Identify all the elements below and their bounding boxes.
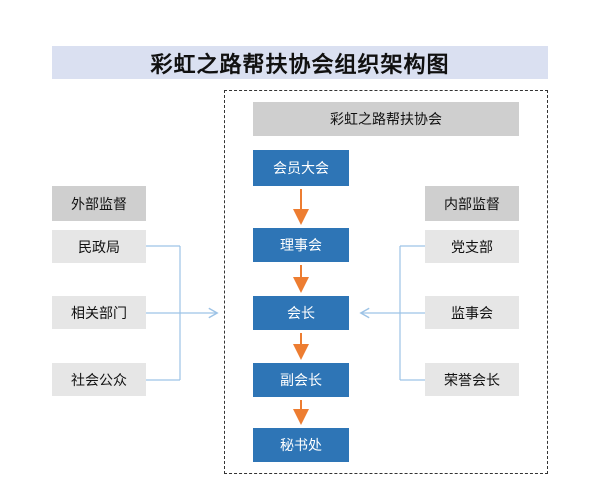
internal-connector	[359, 245, 425, 381]
node-secretariat: 秘书处	[253, 428, 349, 462]
internal-item-party-branch: 党支部	[425, 230, 519, 263]
association-frame	[224, 90, 548, 474]
association-name-box: 彩虹之路帮扶协会	[253, 102, 519, 136]
internal-item-supervisory-board: 监事会	[425, 296, 519, 329]
external-item-public: 社会公众	[52, 363, 146, 396]
node-council: 理事会	[253, 228, 349, 262]
internal-item-honorary-president: 荣誉会长	[425, 363, 519, 396]
diagram-title: 彩虹之路帮扶协会组织架构图	[52, 46, 548, 79]
external-item-civil-affairs: 民政局	[52, 230, 146, 263]
node-vice-president: 副会长	[253, 363, 349, 397]
node-president: 会长	[253, 296, 349, 330]
external-supervision-header: 外部监督	[52, 186, 146, 221]
external-connector	[146, 245, 219, 381]
internal-supervision-header: 内部监督	[425, 186, 519, 221]
external-item-related-departments: 相关部门	[52, 296, 146, 329]
node-general-assembly: 会员大会	[253, 150, 349, 186]
